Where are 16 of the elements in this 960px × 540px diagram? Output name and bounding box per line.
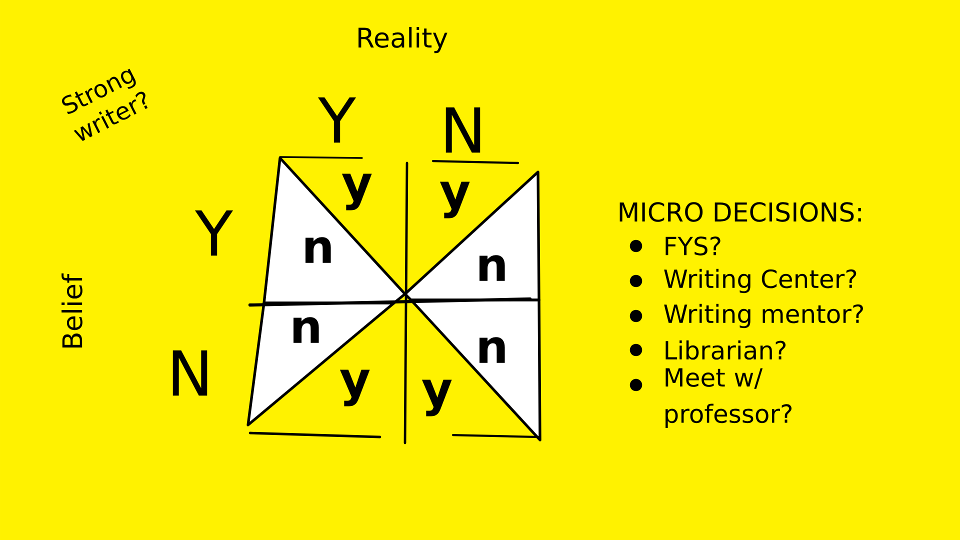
header-letter: Y (194, 210, 234, 256)
axis-title: Reality (358, 26, 448, 54)
header-letter: N (446, 107, 480, 153)
header-letter: Y (318, 97, 356, 143)
axis-title: Belief (62, 273, 82, 348)
list-item: Writing Center? (664, 268, 856, 294)
list-item: Librarian? (666, 340, 786, 360)
list-item: Writing mentor? (664, 304, 863, 328)
header-letter: N (172, 350, 208, 396)
list-item: Meet w/ professor? (666, 368, 792, 428)
cell-letter: y (342, 174, 372, 210)
list-heading: MICRO DECISIONS: (620, 202, 861, 222)
cell-letter: y (340, 370, 370, 406)
cell-letter: y (440, 182, 470, 218)
cell-letter: y (422, 380, 452, 416)
list-item: FYS? (666, 236, 720, 256)
